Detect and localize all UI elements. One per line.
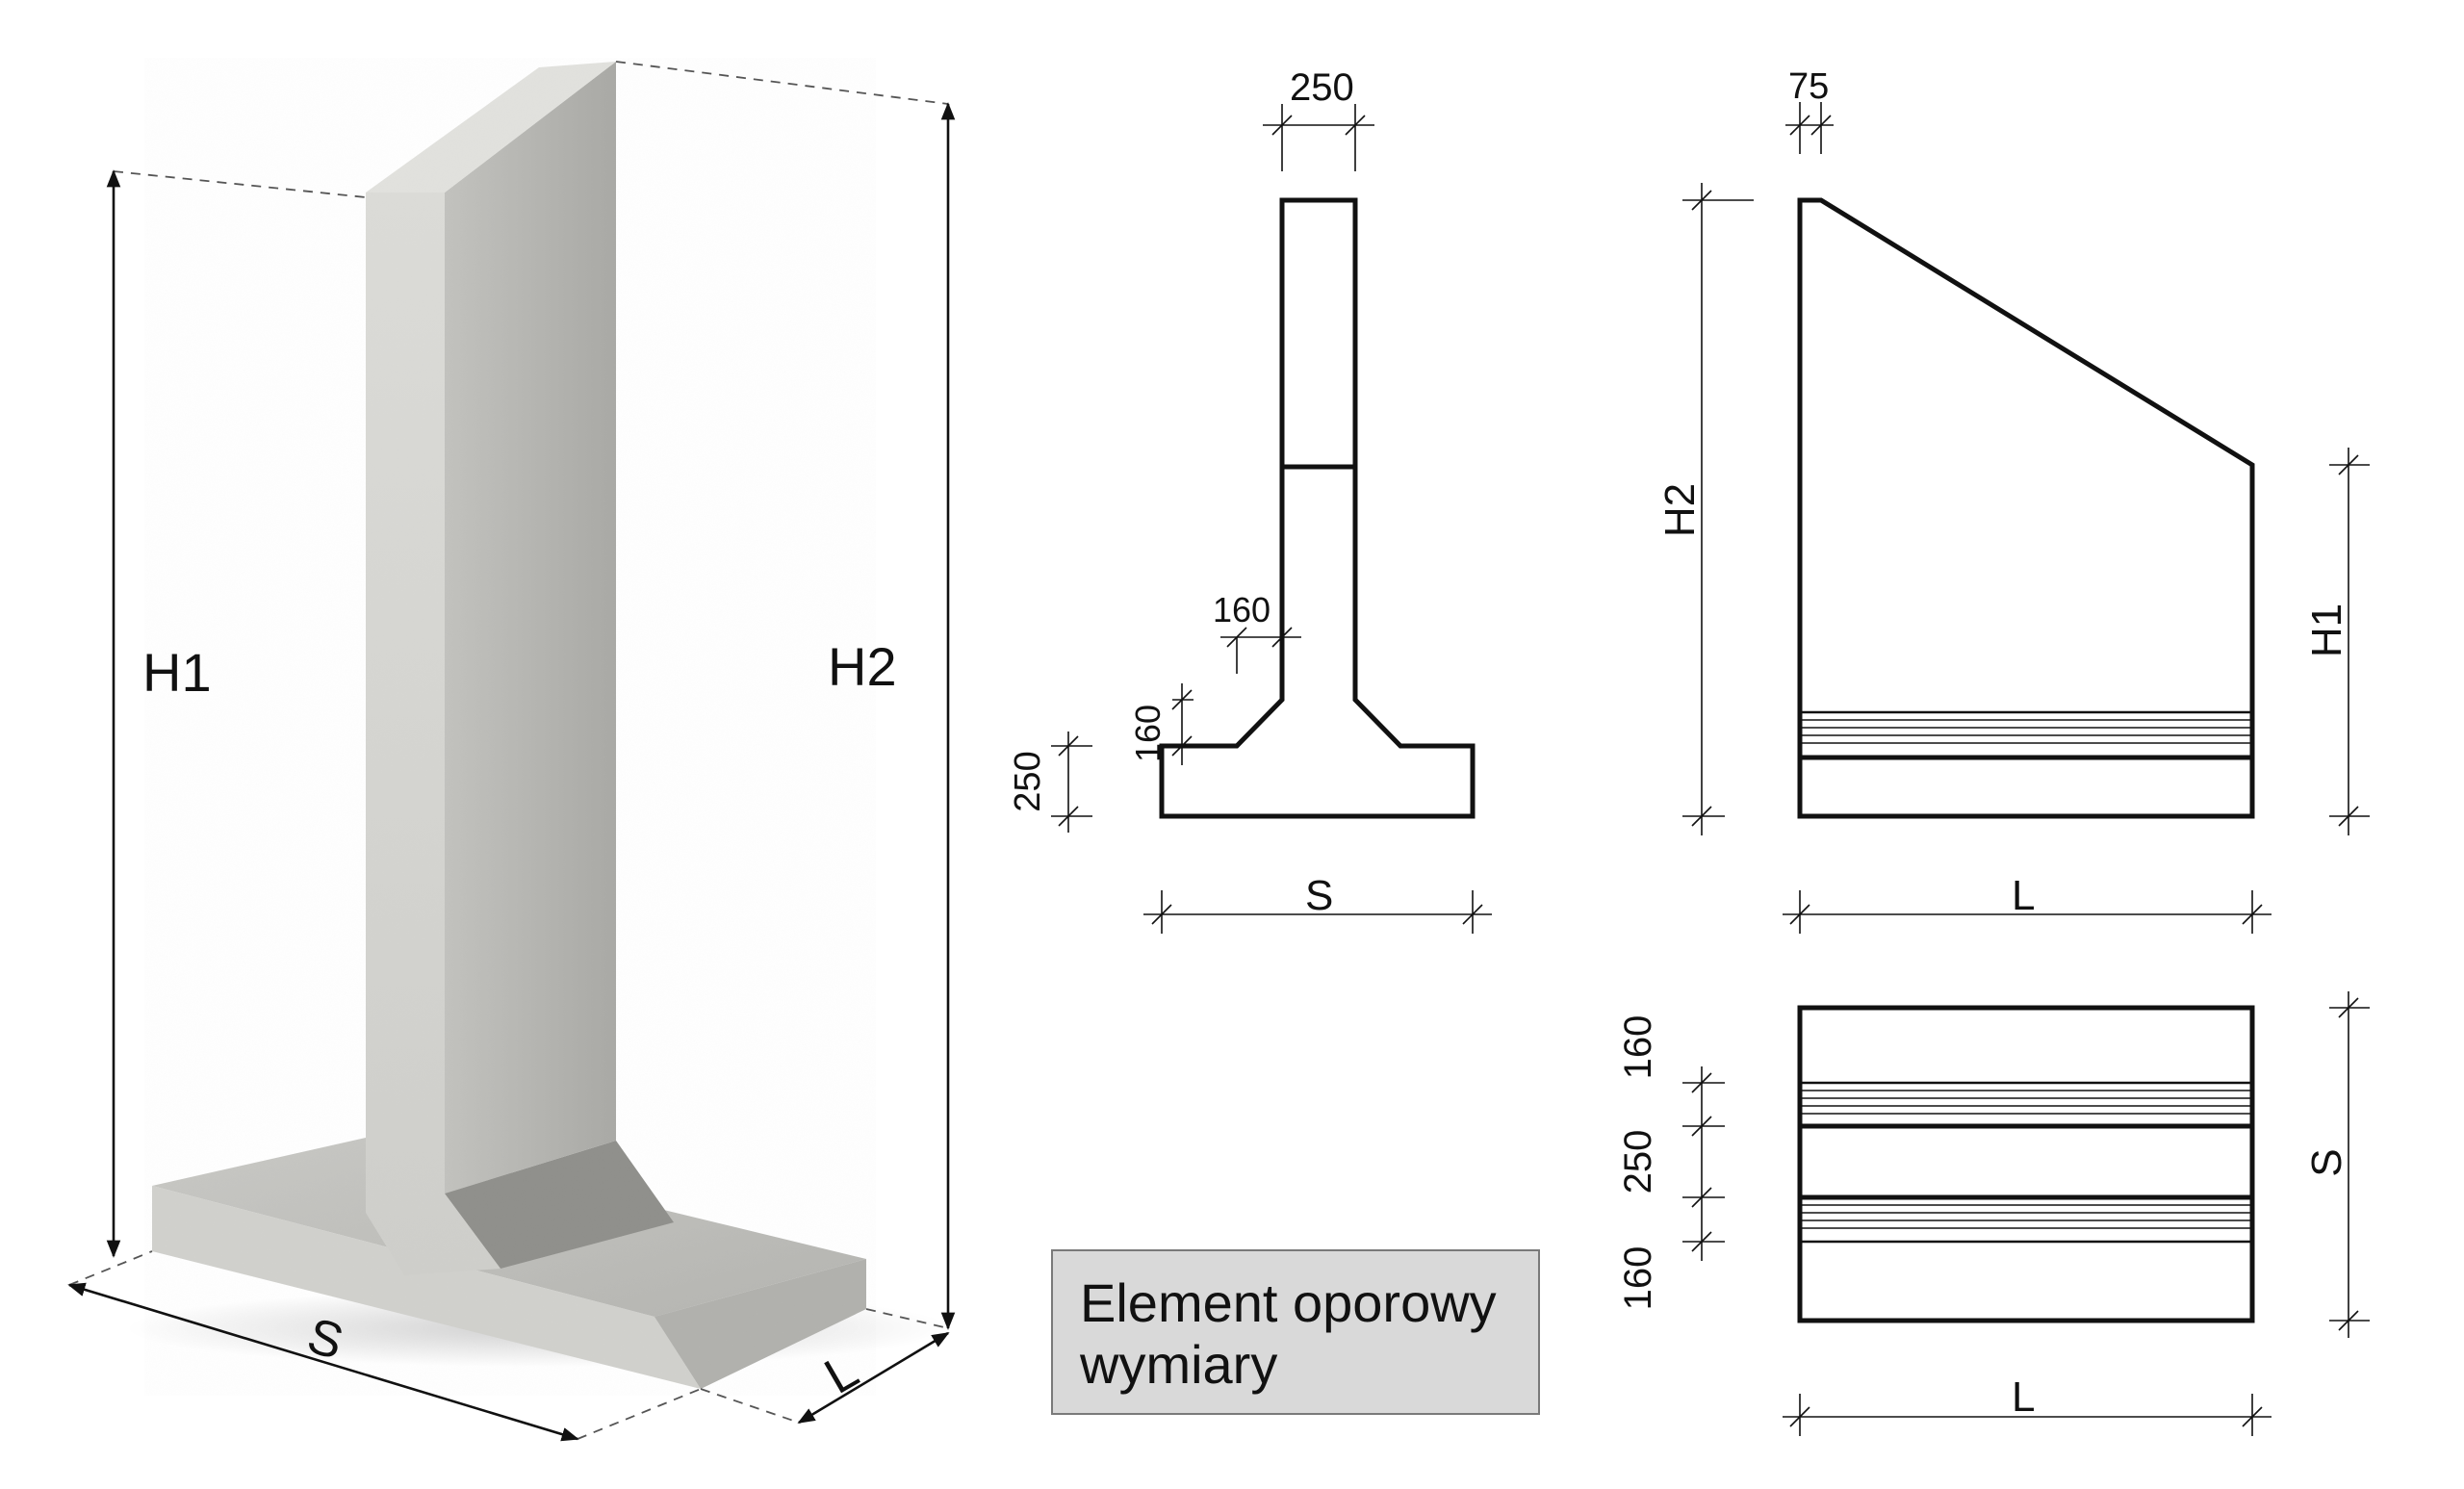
haunch-horizontal-label: 160 bbox=[1213, 590, 1270, 629]
elevation-length-label: L bbox=[2012, 872, 2035, 919]
stem-top-width-label: 250 bbox=[1290, 66, 1354, 109]
h1-label: H1 bbox=[142, 642, 212, 703]
elevation-outline bbox=[1797, 197, 2255, 819]
isometric-view: H1 H2 S L bbox=[67, 58, 956, 1442]
base-width-label: S bbox=[1305, 872, 1333, 919]
plan-length-label: L bbox=[2012, 1373, 2035, 1421]
band-2-label: 250 bbox=[1617, 1130, 1659, 1194]
section-outline bbox=[1159, 197, 1476, 819]
plan-outline bbox=[1797, 1005, 2255, 1323]
section-view: 250 160 160 250 S bbox=[1008, 66, 1492, 934]
band-1-label: 160 bbox=[1617, 1015, 1659, 1080]
haunch-vertical-label: 160 bbox=[1128, 705, 1168, 762]
height-tall-label: H2 bbox=[1656, 483, 1704, 537]
base-thickness-label: 250 bbox=[1008, 751, 1048, 811]
height-short-label: H1 bbox=[2303, 603, 2350, 657]
caption-box: Element oporowy wymiary bbox=[1051, 1249, 1540, 1415]
band-3-label: 160 bbox=[1617, 1246, 1659, 1311]
caption-line-2: wymiary bbox=[1080, 1334, 1278, 1395]
plan-view: 160 250 160 S L bbox=[1617, 991, 2370, 1436]
caption-line-1: Element oporowy bbox=[1080, 1272, 1497, 1333]
plan-width-label: S bbox=[2303, 1148, 2350, 1176]
elevation-view: 75 H2 H1 L bbox=[1656, 66, 2370, 934]
top-offset-label: 75 bbox=[1788, 66, 1829, 107]
h2-label: H2 bbox=[828, 636, 897, 697]
